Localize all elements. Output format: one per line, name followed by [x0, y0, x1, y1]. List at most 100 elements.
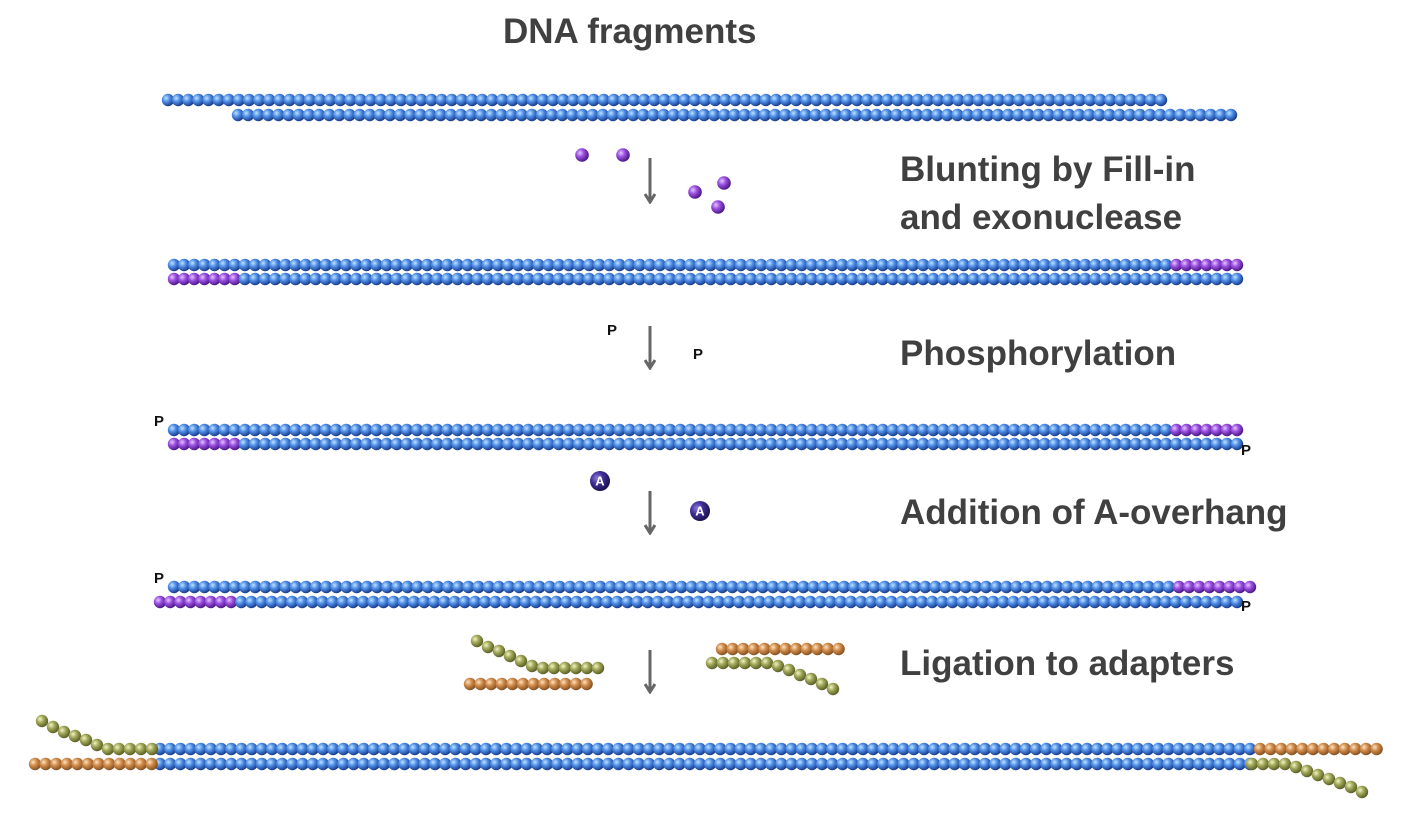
- fill-in-nucleotide: [228, 272, 241, 286]
- dna-bead: [339, 423, 353, 437]
- adapter-bead-orange: [103, 757, 116, 771]
- dna-bead: [651, 595, 665, 609]
- dna-bead: [1152, 757, 1165, 771]
- dna-bead: [896, 272, 910, 286]
- dna-bead: [397, 595, 410, 609]
- dna-bead: [836, 423, 849, 437]
- fill-in-nucleotide: [198, 437, 211, 451]
- dna-bead: [719, 93, 732, 107]
- dna-bead: [258, 258, 272, 272]
- dna-bead: [1123, 108, 1136, 122]
- dna-bead: [370, 580, 384, 594]
- dna-bead: [1078, 258, 1092, 272]
- dna-bead: [952, 93, 965, 107]
- dna-bead: [543, 580, 556, 594]
- dna-bead: [177, 258, 191, 272]
- dna-bead: [658, 93, 671, 107]
- dna-bead: [805, 423, 818, 437]
- dna-bead: [815, 742, 829, 756]
- dna-bead: [194, 757, 207, 771]
- dna-bead: [387, 595, 400, 609]
- dna-bead: [734, 423, 748, 437]
- dna-bead: [499, 595, 512, 609]
- dna-bead: [1101, 742, 1114, 756]
- dna-bead: [218, 423, 231, 437]
- dna-bead: [1009, 757, 1022, 771]
- dna-bead: [967, 258, 980, 272]
- dna-bead: [928, 742, 941, 756]
- dna-bead: [373, 108, 387, 122]
- dna-bead: [1048, 437, 1062, 451]
- step-label-blunting: Blunting by Fill-in and exonuclease: [900, 146, 1196, 242]
- dna-bead: [1109, 437, 1122, 451]
- dna-bead: [704, 423, 717, 437]
- dna-bead: [977, 258, 991, 272]
- dna-bead: [908, 580, 922, 594]
- dna-bead: [360, 580, 374, 594]
- dna-bead: [981, 108, 994, 122]
- dna-bead: [516, 93, 529, 107]
- dna-bead: [743, 595, 756, 609]
- dna-bead: [241, 108, 255, 122]
- dna-bead: [1093, 108, 1106, 122]
- dna-bead: [866, 272, 879, 286]
- dna-bead: [275, 595, 289, 609]
- adapter-bead-orange: [758, 642, 771, 656]
- dna-bead: [856, 757, 870, 771]
- adapter-bead-orange: [715, 642, 729, 656]
- dna-bead: [400, 437, 413, 451]
- dna-bead: [613, 423, 626, 437]
- dna-bead: [732, 595, 746, 609]
- dna-bead: [1142, 580, 1155, 594]
- dna-bead: [334, 93, 347, 107]
- dna-bead: [907, 742, 920, 756]
- dna-bead: [303, 93, 317, 107]
- dna-bead: [1043, 93, 1056, 107]
- dna-bead: [989, 742, 1002, 756]
- dna-bead: [289, 437, 302, 451]
- dna-bead: [999, 742, 1012, 756]
- dna-bead: [451, 272, 464, 286]
- dna-bead: [491, 437, 505, 451]
- dna-bead: [1192, 757, 1206, 771]
- dna-bead: [515, 108, 528, 122]
- dna-bead: [248, 437, 262, 451]
- dna-bead: [401, 580, 414, 594]
- fill-in-nucleotide: [1243, 580, 1257, 594]
- dna-bead: [1192, 742, 1206, 756]
- dna-bead: [744, 742, 757, 756]
- dna-bead: [704, 272, 717, 286]
- dna-bead: [1121, 757, 1135, 771]
- dna-bead: [390, 272, 403, 286]
- dna-bead: [458, 595, 471, 609]
- dna-bead: [1152, 580, 1165, 594]
- free-adapter-right: [705, 642, 845, 696]
- dna-bead: [283, 93, 296, 107]
- dna-bead: [269, 272, 282, 286]
- dna-bead: [1111, 742, 1124, 756]
- dna-bead: [1010, 580, 1023, 594]
- dna-bead: [330, 580, 343, 594]
- dna-bead: [765, 742, 778, 756]
- dna-bead: [755, 258, 768, 272]
- dna-bead: [653, 258, 667, 272]
- dna-bead: [1040, 580, 1054, 594]
- dna-bead: [445, 93, 458, 107]
- dna-bead: [1008, 258, 1021, 272]
- dna-bead: [404, 108, 417, 122]
- dna-bead: [218, 258, 231, 272]
- dna-bead: [255, 757, 269, 771]
- dna-bead: [390, 258, 403, 272]
- dna-bead: [279, 258, 292, 272]
- dna-bead: [837, 580, 851, 594]
- dna-bead: [269, 580, 282, 594]
- adapter-bead-olive: [815, 677, 829, 691]
- dna-bead: [380, 272, 393, 286]
- dna-bead: [235, 742, 248, 756]
- dna-bead: [1224, 108, 1238, 122]
- dna-bead: [1080, 757, 1094, 771]
- dna-bead: [799, 108, 812, 122]
- dna-bead: [643, 258, 656, 272]
- adapter-bead-orange: [60, 757, 73, 771]
- dna-bead: [714, 742, 727, 756]
